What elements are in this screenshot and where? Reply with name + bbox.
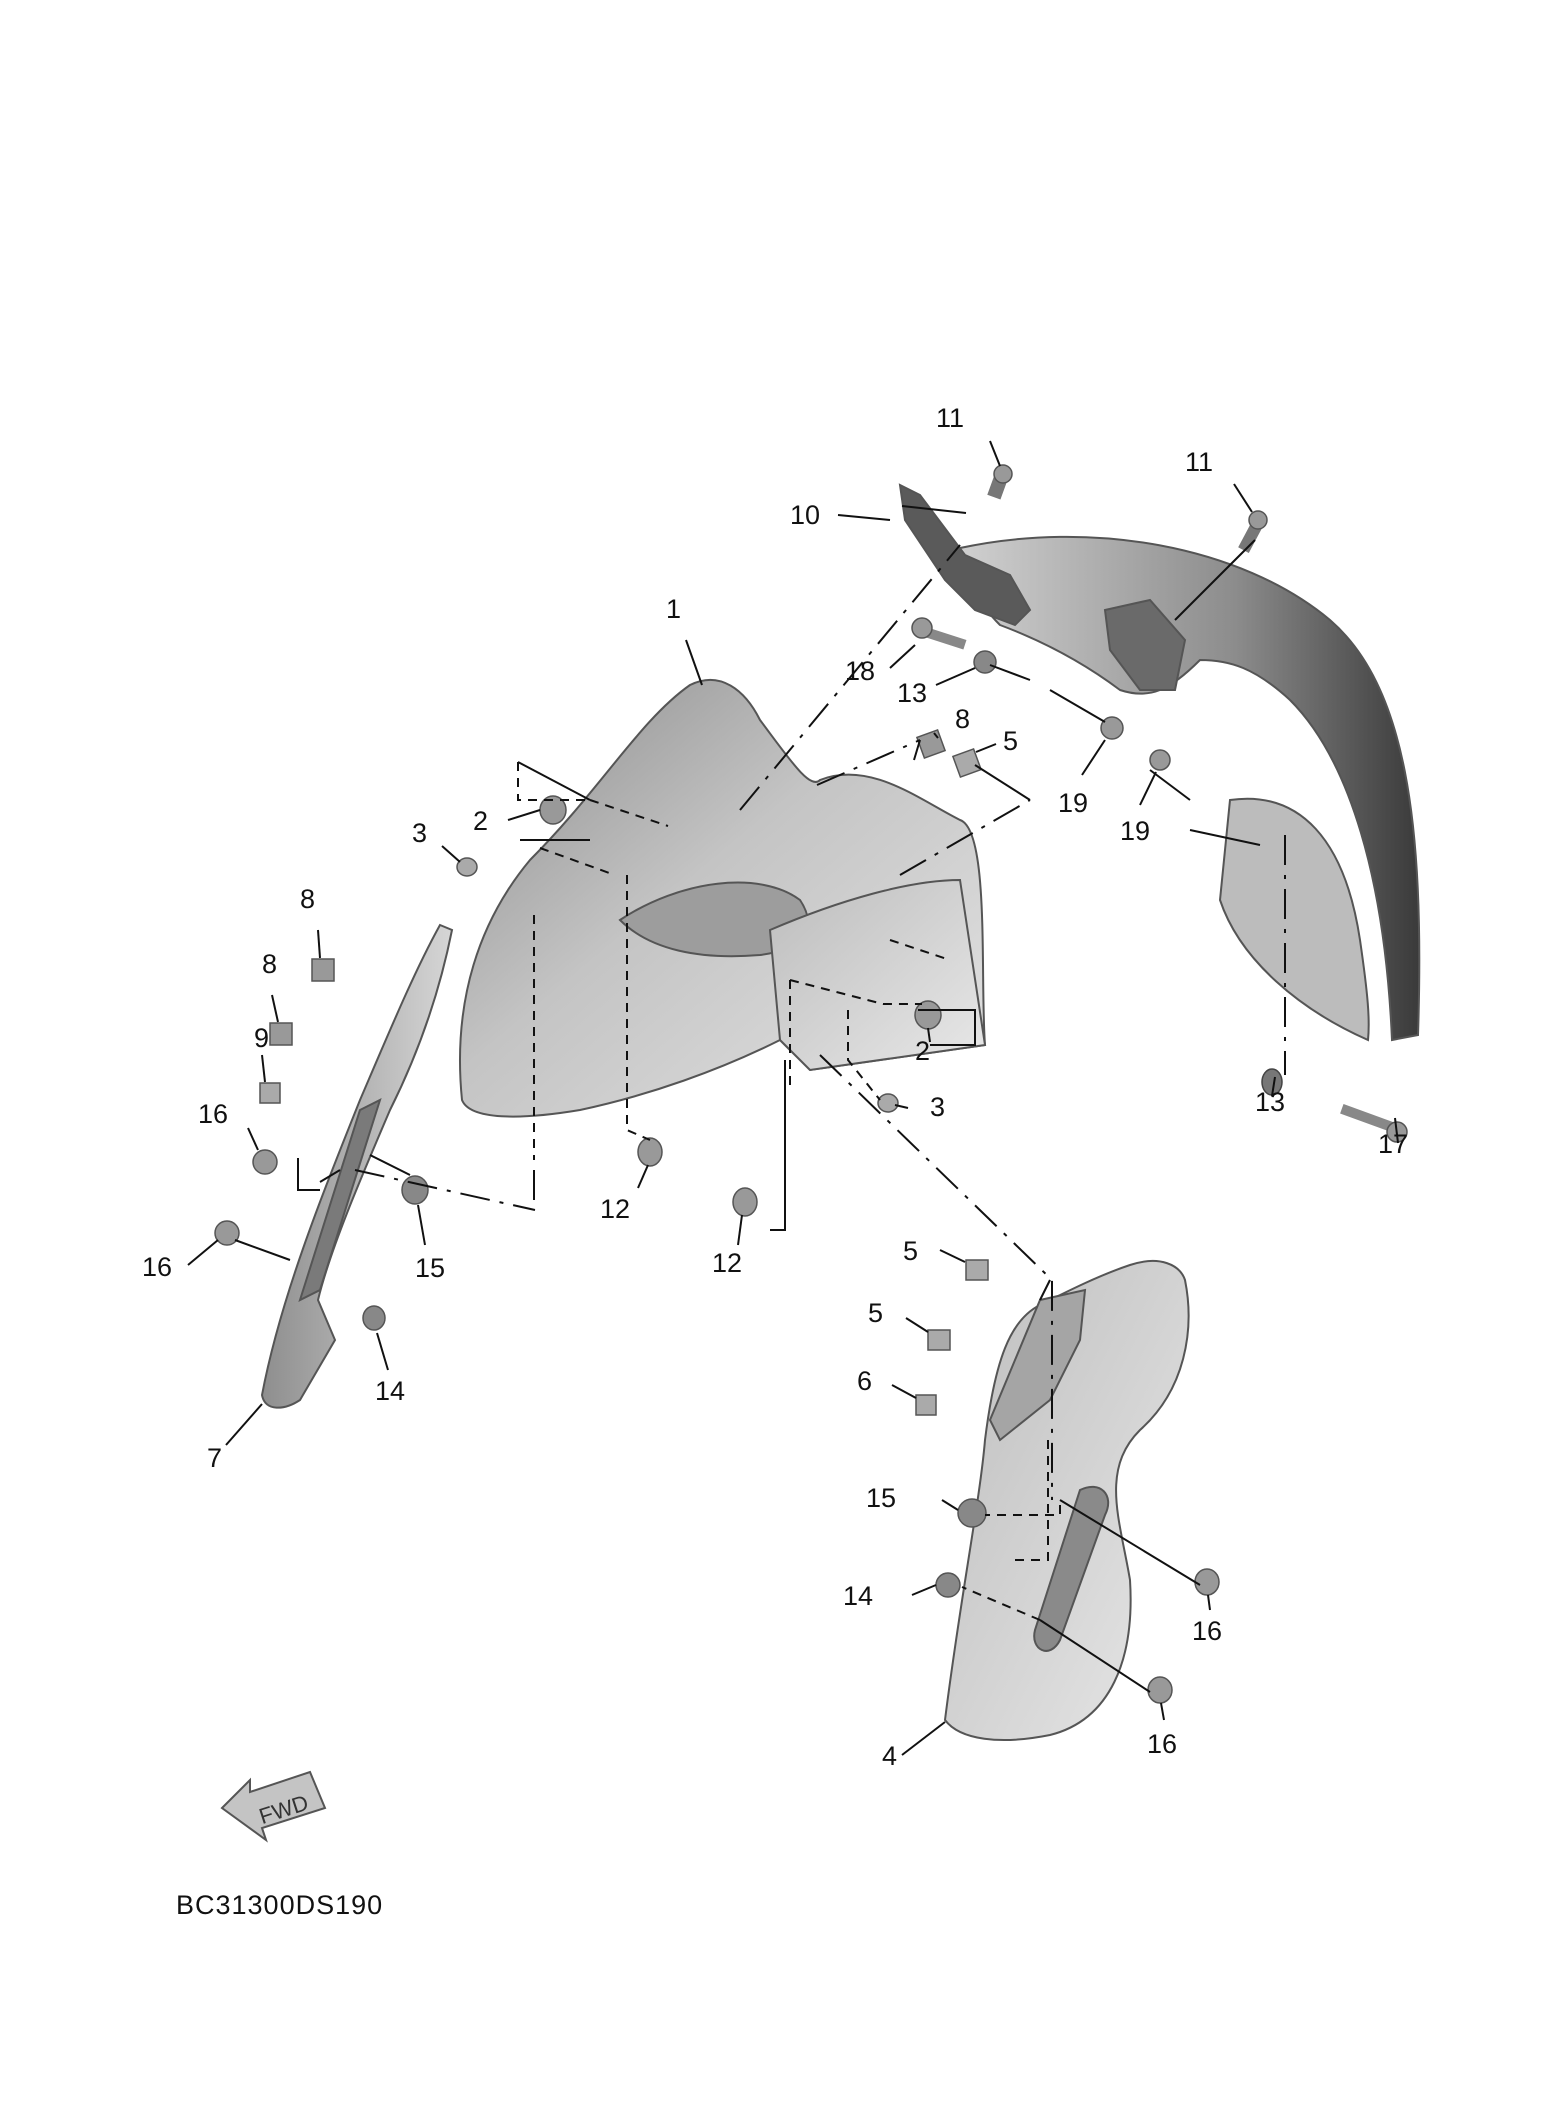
- screw-12b-icon: [732, 1187, 758, 1217]
- callout-12-right: 12: [712, 1248, 742, 1278]
- diagram-reference-code: BC31300DS190: [176, 1890, 384, 1920]
- clip-9-icon: [259, 1082, 281, 1104]
- callout-8-mid: 8: [262, 949, 277, 979]
- callout-15-left: 15: [415, 1253, 445, 1283]
- callout-12-left: 12: [600, 1194, 630, 1224]
- clip-5c-icon: [927, 1329, 951, 1351]
- clip-8c-icon: [269, 1022, 293, 1046]
- screw-3b-icon: [877, 1093, 899, 1113]
- fwd-arrow-icon: FWD: [220, 1770, 327, 1843]
- callout-6: 6: [857, 1366, 872, 1396]
- callout-3-top: 3: [412, 818, 427, 848]
- washer-13a-icon: [973, 650, 997, 674]
- callout-1: 1: [666, 594, 681, 624]
- clip-5b-icon: [965, 1259, 989, 1281]
- washer-15a-icon: [401, 1175, 429, 1205]
- clip-5a-icon: [951, 747, 983, 779]
- callout-5-mid: 5: [903, 1236, 918, 1266]
- bolt-16a-icon: [252, 1149, 278, 1175]
- bolt-11a-icon: [987, 464, 1013, 500]
- clip-8a-icon: [915, 728, 947, 760]
- screw-2b-icon: [914, 1000, 942, 1030]
- callout-11-left: 11: [936, 403, 964, 433]
- callout-19-right: 19: [1120, 816, 1150, 846]
- assembly-lines: [234, 539, 1286, 1693]
- screw-12a-icon: [637, 1137, 663, 1167]
- washer-14b-icon: [935, 1572, 961, 1598]
- callout-2-top: 2: [473, 806, 488, 836]
- callout-10: 10: [790, 500, 820, 530]
- callout-13-bottom: 13: [1255, 1087, 1285, 1117]
- callout-leaders: [187, 440, 1399, 1756]
- callout-15-right: 15: [866, 1483, 896, 1513]
- callout-17: 17: [1378, 1129, 1408, 1159]
- callout-7: 7: [207, 1443, 222, 1473]
- bolt-16c-icon: [1194, 1568, 1220, 1596]
- right-side-cover-part: [943, 1260, 1190, 1741]
- callout-18: 18: [845, 656, 875, 686]
- washer-15b-icon: [957, 1498, 987, 1528]
- rear-fender-part: [898, 483, 1421, 1042]
- callout-9: 9: [254, 1023, 269, 1053]
- callout-16-lower-left: 16: [142, 1252, 172, 1282]
- bolt-16b-icon: [214, 1220, 240, 1246]
- nut-19a-icon: [1100, 716, 1124, 740]
- callout-16-upper-right: 16: [1192, 1616, 1222, 1646]
- screw-3a-icon: [456, 857, 478, 877]
- callout-4: 4: [882, 1741, 897, 1771]
- callout-5-top: 5: [1003, 726, 1018, 756]
- fender-bracket-part: [1103, 598, 1187, 691]
- callout-14-right: 14: [843, 1581, 873, 1611]
- clip-8b-icon: [311, 958, 335, 982]
- callout-labels: 1 2 3 2 3 12 12 8 8 9 16 16 15 14 7 10 1…: [142, 403, 1408, 1771]
- nut-19b-icon: [1149, 749, 1171, 771]
- callout-16-lower-right: 16: [1147, 1729, 1177, 1759]
- clip-6-icon: [915, 1394, 937, 1416]
- callout-2-right: 2: [915, 1036, 930, 1066]
- callout-14-left: 14: [375, 1376, 405, 1406]
- callout-8-top: 8: [300, 884, 315, 914]
- washer-14a-icon: [362, 1305, 386, 1331]
- callout-11-right: 11: [1185, 447, 1213, 477]
- callout-3-right: 3: [930, 1092, 945, 1122]
- callout-19-left: 19: [1058, 788, 1088, 818]
- callout-5-low: 5: [868, 1298, 883, 1328]
- left-side-cover-part: [260, 923, 454, 1409]
- callout-8-right: 8: [955, 704, 970, 734]
- bolt-18-icon: [911, 617, 967, 650]
- bolt-16d-icon: [1147, 1676, 1173, 1704]
- callout-13-top: 13: [897, 678, 927, 708]
- bolt-11b-icon: [1238, 510, 1268, 553]
- callout-16-upper-left: 16: [198, 1099, 228, 1129]
